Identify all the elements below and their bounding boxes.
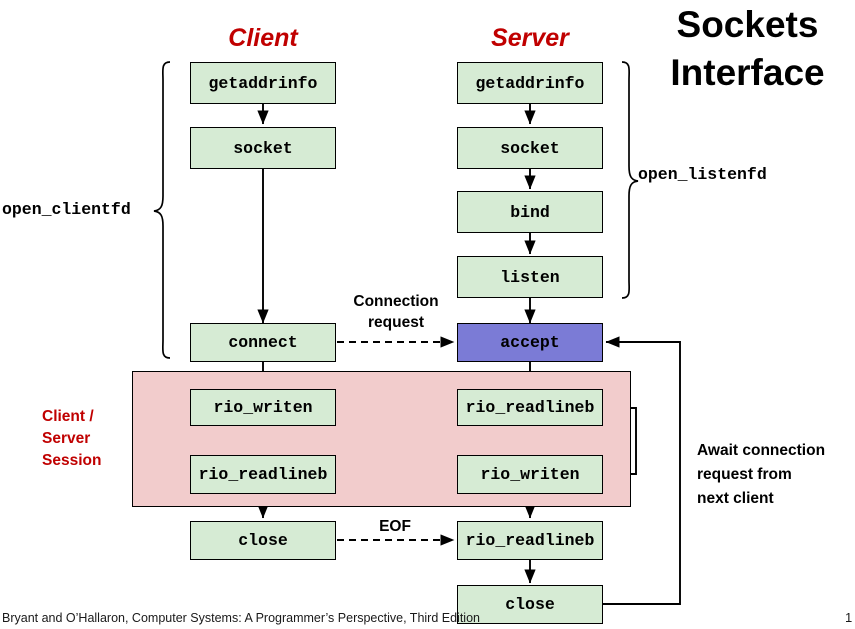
node-label: rio_writen: [480, 465, 580, 484]
node-server-rio-readlineb[interactable]: rio_readlineb: [457, 389, 603, 426]
label-session-line-3: Session: [42, 452, 102, 469]
node-server-getaddrinfo[interactable]: getaddrinfo: [457, 62, 603, 104]
node-label: close: [505, 595, 555, 614]
node-label: getaddrinfo: [475, 73, 585, 93]
node-client-connect[interactable]: connect: [190, 323, 336, 362]
label-eof: EOF: [379, 518, 411, 535]
node-label: close: [238, 531, 288, 550]
node-server-socket[interactable]: socket: [457, 127, 603, 169]
node-server-close[interactable]: close: [457, 585, 603, 624]
footer-attribution: Bryant and O’Hallaron, Computer Systems:…: [2, 611, 480, 625]
node-label: rio_readlineb: [198, 465, 328, 484]
label-await-line-2: request from: [697, 466, 792, 483]
slide-title-line-1: Sockets: [676, 4, 819, 45]
label-connection-request-line-2: request: [368, 314, 424, 331]
node-client-close[interactable]: close: [190, 521, 336, 560]
node-server-rio-readlineb-eof[interactable]: rio_readlineb: [457, 521, 603, 560]
node-label: rio_writen: [213, 398, 313, 417]
page-number: 1: [845, 610, 853, 625]
node-label: bind: [510, 202, 550, 222]
label-connection-request-line-1: Connection: [353, 293, 439, 310]
node-label: accept: [500, 333, 560, 352]
brace-open-clientfd: [153, 61, 171, 359]
node-client-socket[interactable]: socket: [190, 127, 336, 169]
node-label: rio_readlineb: [465, 398, 595, 417]
node-label: socket: [500, 138, 560, 158]
label-await-line-3: next client: [697, 490, 774, 507]
label-session-line-2: Server: [42, 430, 91, 447]
node-server-listen[interactable]: listen: [457, 256, 603, 298]
node-client-rio-writen[interactable]: rio_writen: [190, 389, 336, 426]
slide-title-line-2: Interface: [670, 52, 825, 93]
label-await-line-1: Await connection: [697, 442, 826, 459]
node-server-bind[interactable]: bind: [457, 191, 603, 233]
label-session-line-1: Client /: [42, 408, 94, 425]
node-label: rio_readlineb: [465, 531, 595, 550]
label-open-clientfd: open_clientfd: [2, 200, 131, 219]
node-client-getaddrinfo[interactable]: getaddrinfo: [190, 62, 336, 104]
node-server-rio-writen[interactable]: rio_writen: [457, 455, 603, 494]
node-label: socket: [233, 138, 293, 158]
column-title-client: Client: [228, 24, 298, 52]
node-client-rio-readlineb[interactable]: rio_readlineb: [190, 455, 336, 494]
node-server-accept[interactable]: accept: [457, 323, 603, 362]
node-label: connect: [228, 333, 298, 352]
brace-open-listenfd: [621, 61, 639, 299]
edge-server-close-to-accept-loop: [601, 336, 681, 605]
column-title-server: Server: [491, 24, 569, 52]
node-label: getaddrinfo: [208, 73, 318, 93]
node-label: listen: [500, 267, 560, 287]
label-open-listenfd: open_listenfd: [638, 165, 767, 184]
